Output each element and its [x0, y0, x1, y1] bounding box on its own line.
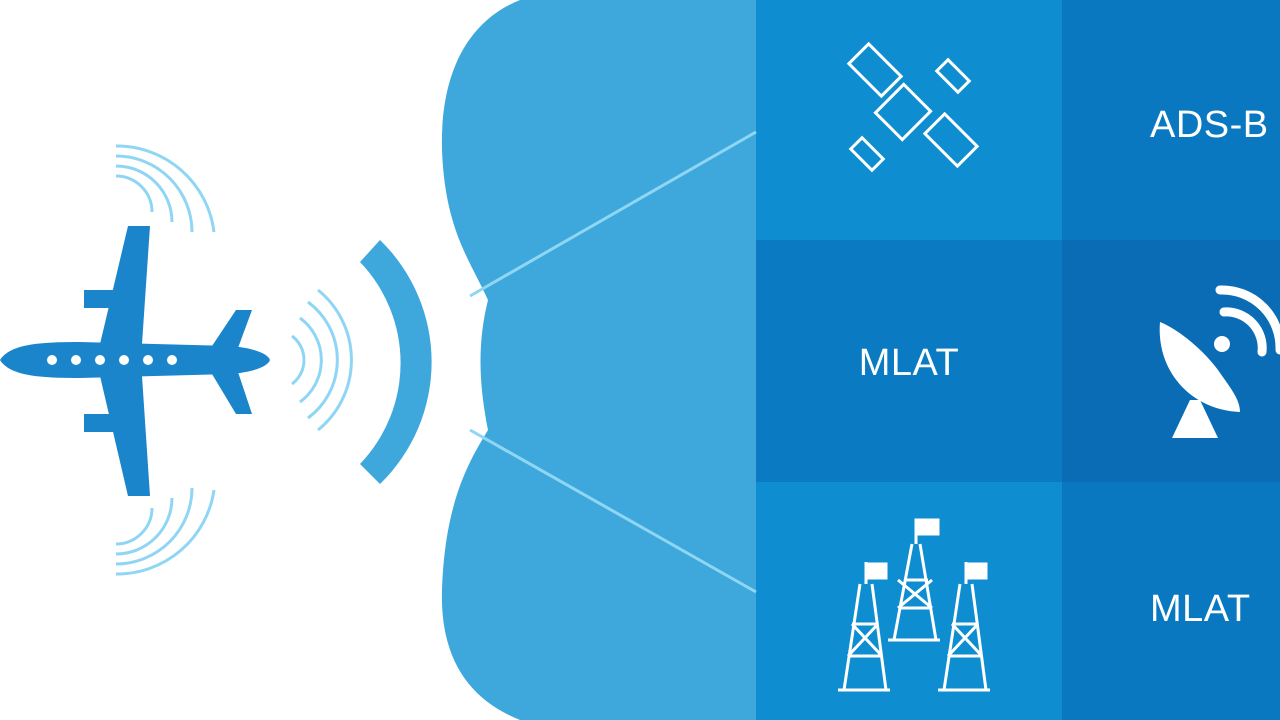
signal-arc: [360, 240, 432, 484]
tile-ads-b: [1062, 0, 1280, 240]
link-line-bottom: [469, 428, 757, 594]
tile-satellite: [756, 0, 1062, 240]
signal-waves-front: [291, 288, 353, 432]
radio-towers-icon: [838, 518, 990, 692]
satellite-icon: [846, 41, 980, 173]
tile-mlat-top: [756, 240, 1062, 482]
cloud-panel: [441, 0, 760, 720]
airplane-icon: [0, 226, 270, 496]
signal-waves-top: [115, 144, 216, 233]
ads-b-label-text: ADS-B: [1150, 103, 1269, 146]
link-lines: [469, 130, 757, 594]
mlat-bottom-label-text: MLAT: [1150, 587, 1251, 630]
signal-waves-bottom: [115, 487, 216, 576]
tile-mlat-bottom: [1062, 482, 1280, 720]
link-line-top: [469, 130, 757, 298]
ads-b-label: ADS-B: [1150, 100, 1280, 150]
mlat-top-label-text: MLAT: [858, 341, 960, 384]
satellite-dish-icon: [1159, 285, 1280, 438]
mlat-bottom-label: MLAT: [1150, 584, 1280, 634]
tile-towers: [756, 482, 1062, 720]
mlat-top-label: MLAT: [756, 338, 1062, 388]
